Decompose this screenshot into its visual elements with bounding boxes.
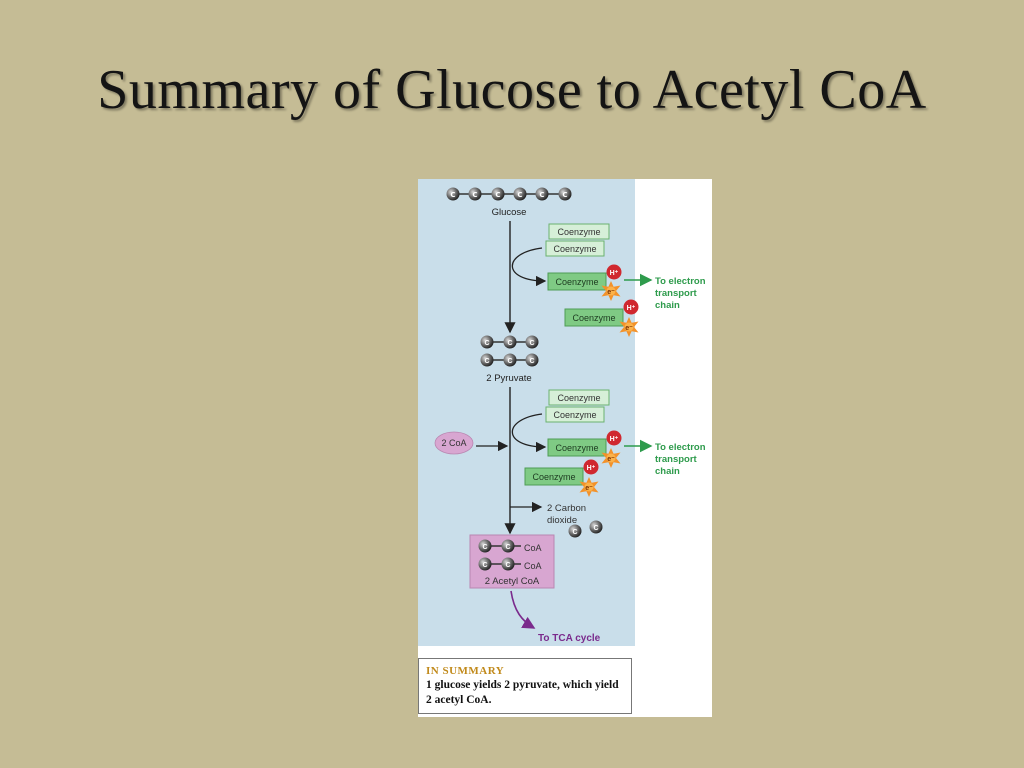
svg-text:C: C <box>529 358 534 365</box>
svg-text:C: C <box>562 191 567 199</box>
carbon-atom: C <box>525 335 539 349</box>
svg-text:C: C <box>505 544 510 551</box>
svg-text:C: C <box>484 358 489 365</box>
coenzyme-reduction-arrow <box>511 413 547 453</box>
svg-text:C: C <box>529 340 534 347</box>
hydrogen-ion-icon: H⁺ <box>606 264 622 280</box>
svg-text:transport: transport <box>655 454 698 465</box>
glucose-molecule: C C C C C C <box>446 187 572 201</box>
svg-text:H⁺: H⁺ <box>610 436 619 443</box>
electron-icon: e⁻ <box>619 317 639 337</box>
hydrogen-ion-icon: H⁺ <box>623 299 639 315</box>
svg-text:C: C <box>482 544 487 551</box>
coenzyme-label: Coenzyme <box>532 472 575 482</box>
carbon-atom: C <box>513 187 527 201</box>
carbon-atom: C <box>468 187 482 201</box>
reduced-coenzyme-box <box>547 272 607 291</box>
carbon-atom: C <box>589 520 603 534</box>
svg-text:2 Carbon: 2 Carbon <box>547 503 586 514</box>
coenzyme-label: Coenzyme <box>553 410 596 420</box>
coa-input-oval <box>434 431 474 455</box>
svg-text:C: C <box>539 191 544 199</box>
coenzyme-box <box>545 406 605 423</box>
reduced-coenzyme-box <box>547 438 607 457</box>
svg-text:e⁻: e⁻ <box>607 289 615 296</box>
pyruvate-molecules: C C C C C C <box>480 335 539 367</box>
hydrogen-ion-icon: H⁺ <box>583 459 599 475</box>
reduced-coenzyme-box <box>564 308 624 327</box>
summary-heading: IN SUMMARY <box>426 665 505 677</box>
coenzyme-label: Coenzyme <box>555 277 598 287</box>
svg-text:To electron: To electron <box>655 442 706 453</box>
svg-text:chain: chain <box>655 300 680 311</box>
carbon-atom: C <box>535 187 549 201</box>
coenzyme-reduction-arrow <box>511 247 547 287</box>
carbon-atom: C <box>480 353 494 367</box>
svg-text:C: C <box>472 191 477 199</box>
svg-text:transport: transport <box>655 288 698 299</box>
svg-text:H⁺: H⁺ <box>627 305 636 312</box>
carbon-atom: C <box>478 539 492 553</box>
electron-icon: e⁻ <box>601 448 621 468</box>
acetyl-coa-molecules: C C C C <box>478 539 521 571</box>
electron-transport-label: To electron transport chain <box>655 276 706 311</box>
reduced-coenzyme-box <box>524 467 584 486</box>
tca-cycle-label: To TCA cycle <box>538 633 601 644</box>
svg-text:C: C <box>507 358 512 365</box>
svg-text:C: C <box>450 191 455 199</box>
svg-text:e⁻: e⁻ <box>585 485 593 492</box>
acetyl-coa-label: 2 Acetyl CoA <box>485 576 540 587</box>
svg-text:C: C <box>505 562 510 569</box>
svg-text:H⁺: H⁺ <box>610 270 619 277</box>
carbon-atom: C <box>568 524 582 538</box>
carbon-atom: C <box>501 557 515 571</box>
svg-text:C: C <box>517 191 522 199</box>
coenzyme-box <box>548 223 610 240</box>
coenzyme-label: Coenzyme <box>557 393 600 403</box>
summary-text: 1 glucose yields 2 pyruvate, which yield… <box>426 679 619 706</box>
coa-tag: CoA <box>524 561 542 571</box>
coa-tag: CoA <box>524 543 542 553</box>
glucose-to-acetyl-coa-diagram: C C C C C C Glucose Coenzyme Coenzyme Co… <box>418 179 712 717</box>
svg-text:H⁺: H⁺ <box>587 465 596 472</box>
svg-text:chain: chain <box>655 466 680 477</box>
carbon-atom: C <box>501 539 515 553</box>
svg-text:C: C <box>495 191 500 199</box>
carbon-atom: C <box>446 187 460 201</box>
svg-text:C: C <box>507 340 512 347</box>
coenzyme-label: Coenzyme <box>553 244 596 254</box>
coenzyme-box <box>548 389 610 406</box>
electron-icon: e⁻ <box>601 281 621 301</box>
svg-text:To electron: To electron <box>655 276 706 287</box>
electron-icon: e⁻ <box>579 477 599 497</box>
carbon-atom: C <box>525 353 539 367</box>
svg-text:e⁻: e⁻ <box>625 325 633 332</box>
glucose-label: Glucose <box>492 207 527 218</box>
to-tca-cycle-arrow <box>510 590 536 629</box>
carbon-atom: C <box>558 187 572 201</box>
carbon-atom: C <box>503 335 517 349</box>
pyruvate-label: 2 Pyruvate <box>486 373 531 384</box>
svg-text:e⁻: e⁻ <box>607 456 615 463</box>
carbon-atom: C <box>503 353 517 367</box>
carbon-atom: C <box>491 187 505 201</box>
svg-text:C: C <box>484 340 489 347</box>
svg-text:dioxide: dioxide <box>547 515 577 526</box>
coenzyme-box <box>545 240 605 257</box>
in-summary-box: IN SUMMARY 1 glucose yields 2 pyruvate, … <box>418 658 632 714</box>
hydrogen-ion-icon: H⁺ <box>606 430 622 446</box>
coa-input-label: 2 CoA <box>441 438 466 448</box>
carbon-atom: C <box>478 557 492 571</box>
co2-label: 2 Carbon dioxide <box>547 503 586 526</box>
electron-transport-label: To electron transport chain <box>655 442 706 477</box>
svg-text:C: C <box>482 562 487 569</box>
svg-text:C: C <box>572 529 577 536</box>
carbon-atom: C <box>480 335 494 349</box>
svg-text:C: C <box>593 525 598 532</box>
coenzyme-label: Coenzyme <box>572 313 615 323</box>
coenzyme-label: Coenzyme <box>557 227 600 237</box>
slide-title: Summary of Glucose to Acetyl CoA <box>97 59 927 121</box>
coenzyme-label: Coenzyme <box>555 443 598 453</box>
